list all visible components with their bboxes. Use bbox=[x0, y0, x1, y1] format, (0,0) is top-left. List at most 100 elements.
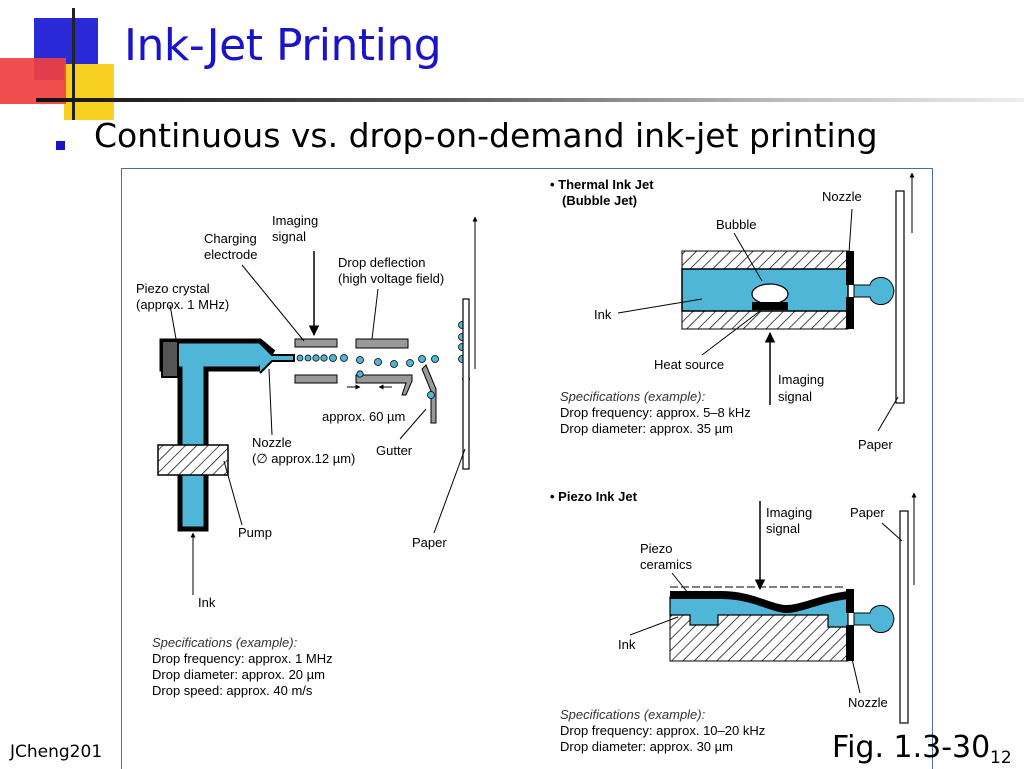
ink-label: Ink bbox=[198, 595, 216, 610]
drop bbox=[431, 355, 439, 363]
footer-author: JCheng201 bbox=[10, 742, 103, 762]
piezo-ceramics-label-2: ceramics bbox=[640, 557, 693, 572]
thermal-ejecting-drop bbox=[853, 277, 895, 305]
deflection-plate-bottom bbox=[355, 374, 413, 396]
deco-red-square bbox=[0, 58, 66, 104]
charging-electrode-top bbox=[294, 338, 338, 348]
continuous-specs-heading: Specifications (example): bbox=[152, 635, 298, 650]
leader bbox=[701, 310, 761, 356]
drop bbox=[418, 355, 426, 363]
thermal-top-wall bbox=[681, 250, 849, 270]
drop bbox=[329, 354, 337, 362]
thermal-paper-label: Paper bbox=[858, 437, 893, 452]
piezo-crystal-label-1: Piezo crystal bbox=[136, 281, 210, 296]
thermal-bubble-label: Bubble bbox=[716, 217, 756, 232]
drop bbox=[427, 391, 435, 399]
thermal-bottom-wall bbox=[681, 310, 849, 330]
approx-spacing-label: approx. 60 µm bbox=[322, 409, 405, 424]
continuous-spec-line: Drop frequency: approx. 1 MHz bbox=[152, 651, 333, 666]
drop bbox=[356, 370, 364, 378]
imaging-signal-label-1: Imaging bbox=[272, 213, 318, 228]
thermal-nozzle-label: Nozzle bbox=[822, 189, 862, 204]
leader bbox=[877, 396, 899, 432]
figure-label: Fig. 1.3-30 bbox=[832, 730, 991, 765]
drop-deflection-label-1: Drop deflection bbox=[338, 255, 425, 270]
leader bbox=[851, 658, 861, 694]
piezo-inkjet-diagram: • Piezo Ink Jet Imaging signal Paper Pie… bbox=[550, 489, 917, 754]
leader bbox=[848, 208, 853, 254]
continuous-nozzle bbox=[259, 342, 295, 374]
drop bbox=[406, 359, 414, 367]
continuous-inkjet-diagram: Imaging signal Charging electrode Drop d… bbox=[136, 213, 478, 698]
piezo-crystal-block bbox=[161, 340, 179, 378]
slide-title: Ink-Jet Printing bbox=[124, 20, 442, 71]
deco-vertical-rule bbox=[72, 8, 75, 120]
piezo-nozzle-plate-top bbox=[846, 589, 854, 613]
piezo-ejecting-drop bbox=[853, 605, 895, 633]
piezo-ceramics-label-1: Piezo bbox=[640, 541, 673, 556]
continuous-spec-line: Drop diameter: approx. 20 µm bbox=[152, 667, 325, 682]
charging-electrode-bottom bbox=[294, 374, 338, 384]
drop bbox=[374, 358, 382, 366]
leader bbox=[733, 232, 763, 282]
drop bbox=[320, 354, 328, 362]
gutter-label: Gutter bbox=[376, 443, 413, 458]
thermal-bubble bbox=[751, 283, 789, 305]
leader bbox=[881, 522, 903, 542]
drop bbox=[296, 354, 304, 362]
drop bbox=[304, 354, 312, 362]
leader bbox=[671, 572, 689, 594]
piezo-specs-heading: Specifications (example): bbox=[560, 707, 706, 722]
charging-electrode-label-1: Charging bbox=[204, 231, 257, 246]
leader bbox=[223, 460, 243, 526]
inkjet-diagram: Imaging signal Charging electrode Drop d… bbox=[136, 172, 917, 754]
piezo-paper-label: Paper bbox=[850, 505, 885, 520]
slide-bullet-text: Continuous vs. drop-on-demand ink-jet pr… bbox=[94, 116, 878, 155]
piezo-spec-line: Drop frequency: approx. 10–20 kHz bbox=[560, 723, 765, 738]
piezo-nozzle-label: Nozzle bbox=[848, 695, 888, 710]
thermal-heading-2: (Bubble Jet) bbox=[562, 193, 637, 208]
leader bbox=[371, 288, 379, 340]
drop bbox=[340, 354, 348, 362]
thermal-inkjet-diagram: • Thermal Ink Jet (Bubble Jet) Nozzle Bu… bbox=[550, 172, 915, 452]
leader bbox=[241, 264, 305, 342]
thermal-paper bbox=[895, 190, 905, 404]
heat-source bbox=[752, 302, 788, 310]
charging-electrode-label-2: electrode bbox=[204, 247, 257, 262]
thermal-spec-line: Drop frequency: approx. 5–8 kHz bbox=[560, 405, 751, 420]
thermal-imaging-label-2: signal bbox=[778, 389, 812, 404]
piezo-nozzle-plate-bottom bbox=[846, 625, 854, 661]
deco-horizontal-rule bbox=[36, 98, 1024, 102]
piezo-imaging-label-1: Imaging bbox=[766, 505, 812, 520]
drop bbox=[390, 360, 398, 368]
paper-label: Paper bbox=[412, 535, 447, 550]
continuous-drops bbox=[296, 321, 470, 399]
leader bbox=[617, 298, 703, 314]
thermal-heading-1: • Thermal Ink Jet bbox=[550, 177, 654, 192]
piezo-paper bbox=[899, 510, 909, 724]
bullet-icon bbox=[56, 141, 65, 150]
gutter bbox=[421, 364, 437, 424]
piezo-ceramic-plate bbox=[670, 591, 848, 613]
continuous-spec-line: Drop speed: approx. 40 m/s bbox=[152, 683, 313, 698]
imaging-signal-label-2: signal bbox=[272, 229, 306, 244]
leader bbox=[268, 368, 273, 436]
deflection-plate-top bbox=[355, 338, 409, 349]
thermal-nozzle-plate-bottom bbox=[846, 297, 854, 329]
drop bbox=[356, 356, 364, 364]
piezo-ink-label: Ink bbox=[618, 637, 636, 652]
leader bbox=[433, 448, 466, 534]
thermal-ink-label: Ink bbox=[594, 307, 612, 322]
drop bbox=[312, 354, 320, 362]
drop-deflection-label-2: (high voltage field) bbox=[338, 271, 444, 286]
thermal-imaging-label-1: Imaging bbox=[778, 372, 824, 387]
piezo-heading: • Piezo Ink Jet bbox=[550, 489, 638, 504]
continuous-paper bbox=[462, 298, 470, 470]
inkjet-figure: Imaging signal Charging electrode Drop d… bbox=[121, 168, 933, 769]
thermal-nozzle-plate-top bbox=[846, 251, 854, 285]
thermal-specs-heading: Specifications (example): bbox=[560, 389, 706, 404]
leader bbox=[629, 616, 679, 636]
heat-source-label: Heat source bbox=[654, 357, 724, 372]
piezo-spec-line: Drop diameter: approx. 30 µm bbox=[560, 739, 733, 754]
nozzle-label-1: Nozzle bbox=[252, 435, 292, 450]
